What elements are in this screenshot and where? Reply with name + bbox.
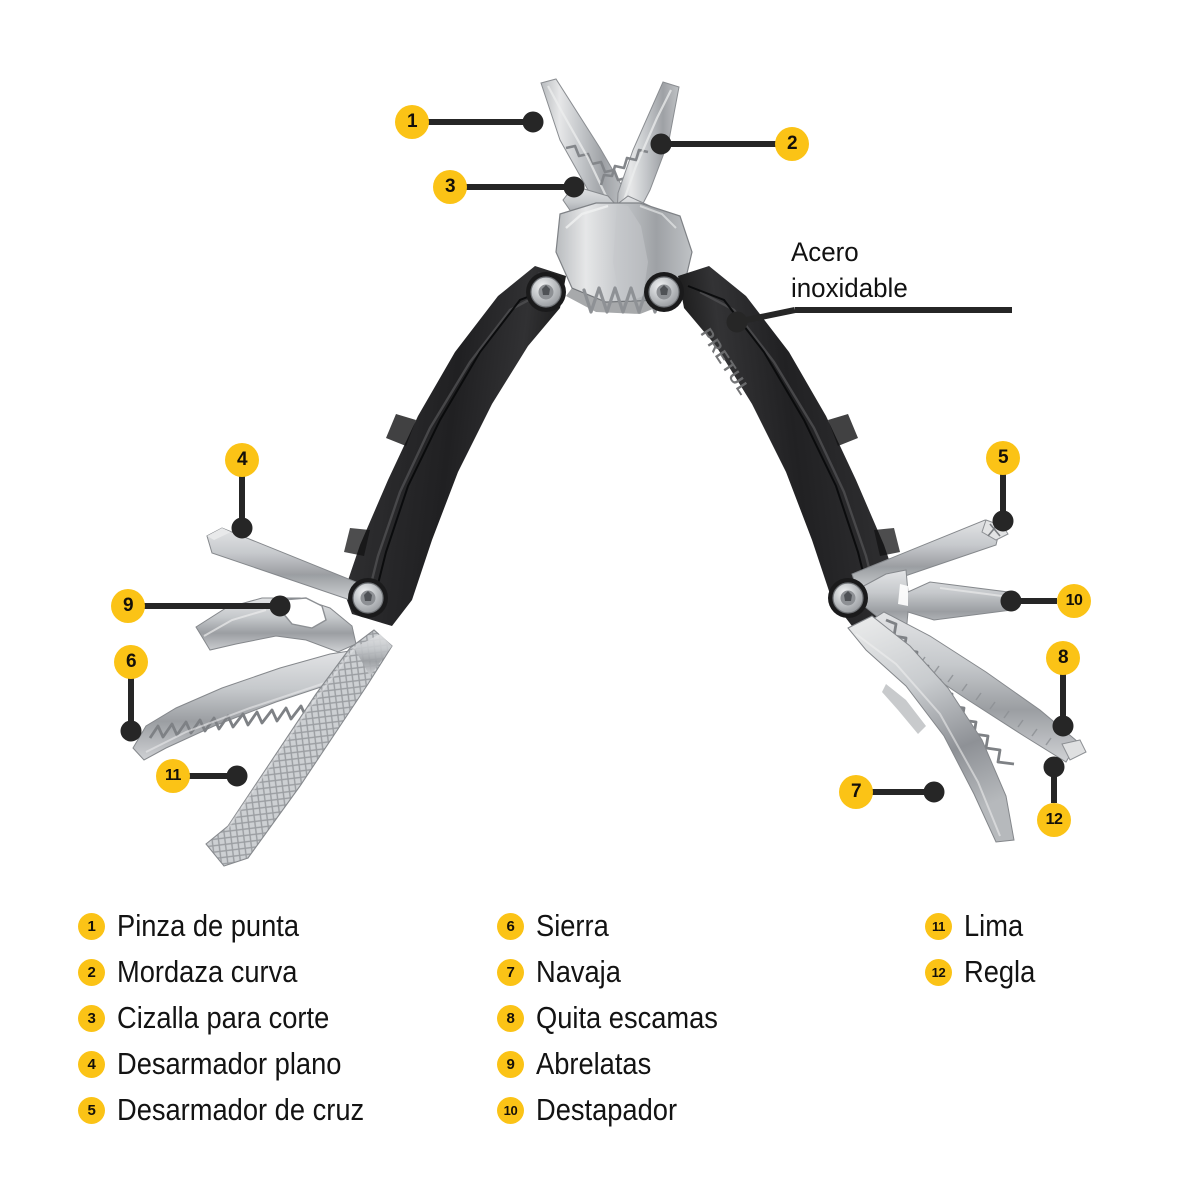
legend-row: 2 Mordaza curva	[78, 949, 398, 995]
knife-blade-tool	[847, 615, 1015, 843]
pivot-screw-bottom-right	[828, 578, 868, 618]
can-opener-tool	[195, 597, 357, 653]
legend-badge-3: 3	[78, 1004, 105, 1032]
legend-badge-12: 12	[925, 958, 952, 986]
legend-column-3: 11 Lima 12 Regla	[925, 903, 1045, 995]
legend-label-3: Cizalla para corte	[117, 1000, 330, 1035]
callout-badge-6[interactable]: 6	[114, 645, 148, 679]
legend-row: 6 Sierra	[497, 903, 743, 949]
legend-badge-4: 4	[78, 1050, 105, 1078]
callout-badge-12[interactable]: 12	[1037, 803, 1071, 837]
material-note-line-1: Acero	[791, 237, 859, 267]
legend-label-1: Pinza de punta	[117, 908, 300, 943]
legend-label-4: Desarmador plano	[117, 1046, 342, 1081]
callout-badge-1[interactable]: 1	[395, 105, 429, 139]
legend-badge-10: 10	[497, 1096, 524, 1124]
legend-row: 12 Regla	[925, 949, 1045, 995]
legend-badge-1: 1	[78, 912, 105, 940]
callout-badge-5[interactable]: 5	[986, 441, 1020, 475]
multitool-illustration: PRETUL	[120, 78, 1087, 867]
legend-column-1: 1 Pinza de punta 2 Mordaza curva 3 Cizalla pa…	[78, 903, 398, 1133]
left-handle	[344, 266, 566, 626]
legend-label-5: Desarmador de cruz	[117, 1092, 365, 1127]
legend-label-2: Mordaza curva	[117, 954, 298, 989]
legend-label-7: Navaja	[536, 954, 621, 989]
legend: 1 Pinza de punta 2 Mordaza curva 3 Cizalla pa…	[0, 903, 1200, 1200]
callout-badge-10[interactable]: 10	[1057, 584, 1091, 618]
callout-badge-3[interactable]: 3	[433, 170, 467, 204]
legend-badge-9: 9	[497, 1050, 524, 1078]
legend-label-10: Destapador	[536, 1092, 678, 1127]
legend-row: 5 Desarmador de cruz	[78, 1087, 398, 1133]
legend-row: 9 Abrelatas	[497, 1041, 743, 1087]
legend-label-12: Regla	[964, 954, 1036, 989]
pivot-screw-top-left	[526, 272, 566, 312]
legend-badge-11: 11	[925, 912, 952, 940]
legend-row: 1 Pinza de punta	[78, 903, 398, 949]
legend-label-6: Sierra	[536, 908, 609, 943]
file-tool	[205, 629, 393, 867]
leader-lines	[120, 111, 1074, 803]
legend-badge-6: 6	[497, 912, 524, 940]
legend-badge-5: 5	[78, 1096, 105, 1124]
legend-label-11: Lima	[964, 908, 1024, 943]
callout-badge-7[interactable]: 7	[839, 775, 873, 809]
legend-row: 4 Desarmador plano	[78, 1041, 398, 1087]
callout-badge-9[interactable]: 9	[111, 589, 145, 623]
callout-badge-4[interactable]: 4	[225, 443, 259, 477]
legend-badge-2: 2	[78, 958, 105, 986]
legend-row: 8 Quita escamas	[497, 995, 743, 1041]
legend-badge-8: 8	[497, 1004, 524, 1032]
pivot-screw-top-right	[644, 272, 684, 312]
callout-badge-8[interactable]: 8	[1046, 641, 1080, 675]
legend-row: 10 Destapador	[497, 1087, 743, 1133]
callout-badge-11[interactable]: 11	[156, 759, 190, 793]
legend-badge-7: 7	[497, 958, 524, 986]
legend-row: 3 Cizalla para corte	[78, 995, 398, 1041]
legend-label-9: Abrelatas	[536, 1046, 652, 1081]
legend-row: 7 Navaja	[497, 949, 743, 995]
pivot-screw-bottom-left	[348, 578, 388, 618]
material-note: Acero inoxidable	[791, 234, 1021, 306]
legend-label-8: Quita escamas	[536, 1000, 718, 1035]
legend-row: 11 Lima	[925, 903, 1045, 949]
callout-badge-2[interactable]: 2	[775, 127, 809, 161]
material-note-line-2: inoxidable	[791, 273, 908, 303]
legend-column-2: 6 Sierra 7 Navaja 8 Quita escamas 9 Abrelatas 10…	[497, 903, 743, 1133]
flat-screwdriver-tool	[206, 527, 357, 601]
